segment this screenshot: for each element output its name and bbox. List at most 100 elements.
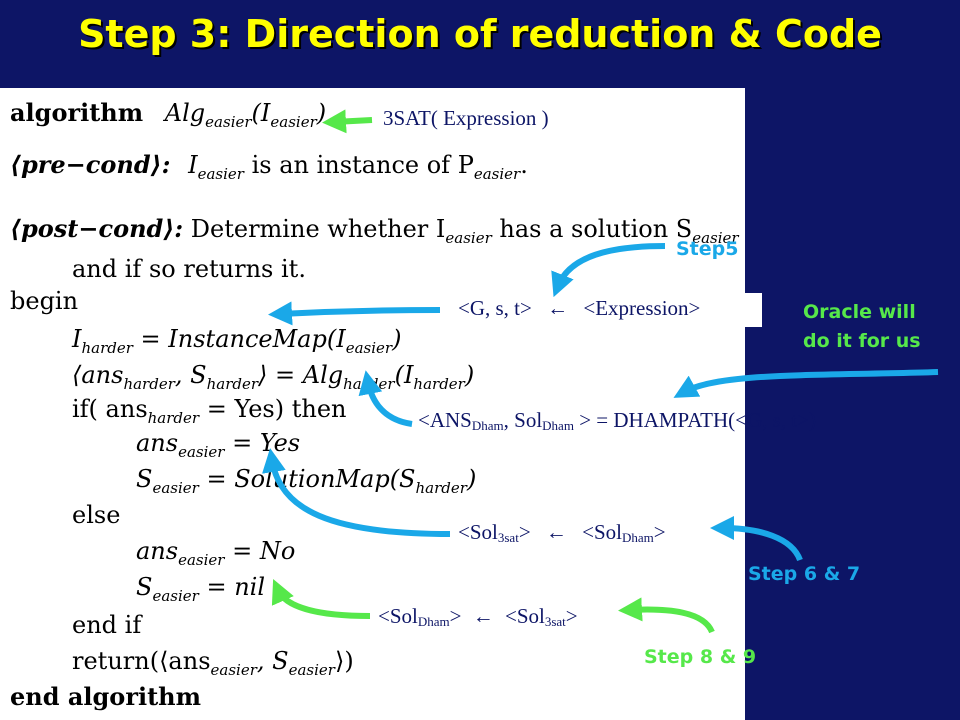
alg-name: Alg bbox=[164, 99, 206, 127]
sm-sub2: harder bbox=[415, 478, 467, 497]
ann5-p4: > bbox=[565, 604, 578, 628]
ann3-p3: > = DHAMPATH(<G, s, t>) bbox=[573, 408, 816, 432]
left-arrow-icon: ← bbox=[547, 296, 569, 320]
alg-line-else: else bbox=[72, 501, 121, 529]
if-sub: harder bbox=[147, 408, 200, 427]
ret-end: ⟩) bbox=[334, 647, 354, 675]
ann4-p2: > bbox=[518, 520, 531, 544]
if-rest: = Yes) then bbox=[199, 395, 347, 423]
sm-sub: easier bbox=[152, 478, 199, 497]
an-a: ans bbox=[136, 537, 179, 565]
call-arg: (I bbox=[394, 361, 414, 389]
alg-line-instancemap: Iharder = InstanceMap(Ieasier) bbox=[72, 326, 401, 361]
label-step5: Step5 bbox=[676, 238, 739, 260]
label-step67: Step 6 & 7 bbox=[748, 563, 861, 585]
call-mid: , S bbox=[174, 361, 207, 389]
an-rest: = No bbox=[224, 537, 296, 565]
label-oracle-line2: do it for us bbox=[803, 330, 921, 352]
annotation-instance-map: <G, s, t> ← <Expression> bbox=[458, 296, 700, 321]
slide-title: Step 3: Direction of reduction & Code bbox=[78, 12, 882, 56]
nil-sub: easier bbox=[152, 586, 199, 605]
ann2-right: <Expression> bbox=[583, 296, 701, 320]
left-arrow-icon: ← bbox=[472, 604, 494, 628]
alg-line-ans-no: anseasier = No bbox=[136, 538, 295, 573]
ann3-p1: <ANS bbox=[418, 408, 472, 432]
alg-line-nil: Seasier = nil bbox=[136, 574, 265, 609]
an-sub: easier bbox=[178, 550, 225, 569]
alg-arg-sub: easier bbox=[270, 112, 317, 131]
label-oracle-line1: Oracle will bbox=[803, 301, 916, 323]
left-arrow-icon: ← bbox=[545, 520, 567, 544]
precond-label: ⟨pre−cond⟩: bbox=[10, 150, 171, 179]
postcond-text2: has a solution S bbox=[491, 215, 693, 243]
alg-arg: (I bbox=[251, 99, 271, 127]
if-a: if( ans bbox=[72, 395, 148, 423]
call-rest: ⟩ = Alg bbox=[258, 361, 344, 389]
alg-line-header: algorithm Algeasier(Ieasier) bbox=[10, 100, 326, 135]
nil-a: S bbox=[136, 573, 153, 601]
ann2-left: <G, s, t> bbox=[458, 296, 532, 320]
ann4-sub2: Dham bbox=[622, 530, 654, 545]
annotation-solution-map: <Sol3sat> ← <SolDham> bbox=[458, 520, 666, 546]
ay-rest: = Yes bbox=[224, 429, 301, 457]
precond-sub2: easier bbox=[473, 164, 521, 183]
precond-sub: easier bbox=[197, 164, 244, 183]
ann5-p3: <Sol bbox=[504, 604, 545, 628]
ay-sub: easier bbox=[178, 442, 225, 461]
ann5-p2: > bbox=[449, 604, 462, 628]
call-sub2: harder bbox=[206, 374, 259, 393]
ay-a: ans bbox=[136, 429, 179, 457]
alg-line-end: end algorithm bbox=[10, 682, 202, 711]
postcond-sub: easier bbox=[445, 228, 492, 247]
alg-sub: easier bbox=[205, 112, 252, 131]
alg-line-return: return(⟨anseasier, Seasier⟩) bbox=[72, 648, 354, 683]
sm-a: S bbox=[136, 465, 153, 493]
call-sub: harder bbox=[123, 374, 175, 393]
alg-line-begin: begin bbox=[10, 287, 79, 315]
alg-line-call: ⟨ansharder, Sharder⟩ = Algharder(Iharder… bbox=[72, 362, 474, 397]
precond-var: I bbox=[188, 151, 198, 179]
postcond-sub2: easier bbox=[692, 228, 739, 247]
call-a: ⟨ans bbox=[72, 361, 124, 389]
precond-end: . bbox=[520, 151, 528, 179]
alg-line-endif: end if bbox=[72, 611, 142, 639]
ret-sub: easier bbox=[210, 660, 257, 679]
ann3-sub2: Dham bbox=[542, 418, 574, 433]
annotation-strip bbox=[440, 293, 762, 327]
postcond-text: Determine whether I bbox=[183, 215, 446, 243]
sm-rest: = SolutionMap(S bbox=[198, 465, 416, 493]
ann4-p1: <Sol bbox=[458, 520, 498, 544]
ret-sub2: easier bbox=[288, 660, 335, 679]
annotation-reverse-map: <SolDham> ← <Sol3sat> bbox=[378, 604, 578, 630]
ret-mid: , S bbox=[256, 647, 289, 675]
ret-a: return(⟨ans bbox=[72, 647, 211, 675]
annotation-dhampath: <ANSDham, SolDham > = DHAMPATH(<G, s, t>… bbox=[418, 408, 816, 434]
call-sub3: harder bbox=[343, 374, 395, 393]
alg-line-ans-yes: anseasier = Yes bbox=[136, 430, 300, 465]
alg-line-postcond: ⟨post−cond⟩: Determine whether Ieasier h… bbox=[10, 216, 739, 251]
alg-close: ) bbox=[316, 99, 327, 127]
alg-line-solutionmap: Seasier = SolutionMap(Sharder) bbox=[136, 466, 476, 501]
call-end: ) bbox=[464, 361, 475, 389]
algorithm-panel: algorithm Algeasier(Ieasier) ⟨pre−cond⟩:… bbox=[0, 88, 745, 720]
ann5-p1: <Sol bbox=[378, 604, 418, 628]
keyword-algorithm: algorithm bbox=[10, 98, 144, 127]
im-rest: = InstanceMap(I bbox=[132, 325, 346, 353]
im-var: I bbox=[72, 325, 82, 353]
ann3-sub1: Dham bbox=[471, 418, 504, 433]
precond-text: is an instance of P bbox=[243, 151, 474, 179]
postcond-label: ⟨post−cond⟩: bbox=[10, 214, 184, 243]
im-sub2: easier bbox=[345, 338, 393, 357]
ann5-sub1: Dham bbox=[417, 614, 450, 629]
im-end: ) bbox=[392, 325, 402, 353]
alg-line-if: if( ansharder = Yes) then bbox=[72, 396, 346, 431]
sm-end: ) bbox=[466, 465, 477, 493]
ann5-sub2: 3sat bbox=[544, 614, 566, 629]
nil-rest: = nil bbox=[198, 573, 266, 601]
ann4-p3: <Sol bbox=[582, 520, 623, 544]
label-step89: Step 8 & 9 bbox=[644, 646, 757, 668]
ann4-p4: > bbox=[653, 520, 666, 544]
alg-line-precond: ⟨pre−cond⟩: Ieasier is an instance of Pe… bbox=[10, 152, 528, 187]
alg-line-postcond2: and if so returns it. bbox=[72, 255, 306, 283]
ann3-p2: , Sol bbox=[503, 408, 543, 432]
